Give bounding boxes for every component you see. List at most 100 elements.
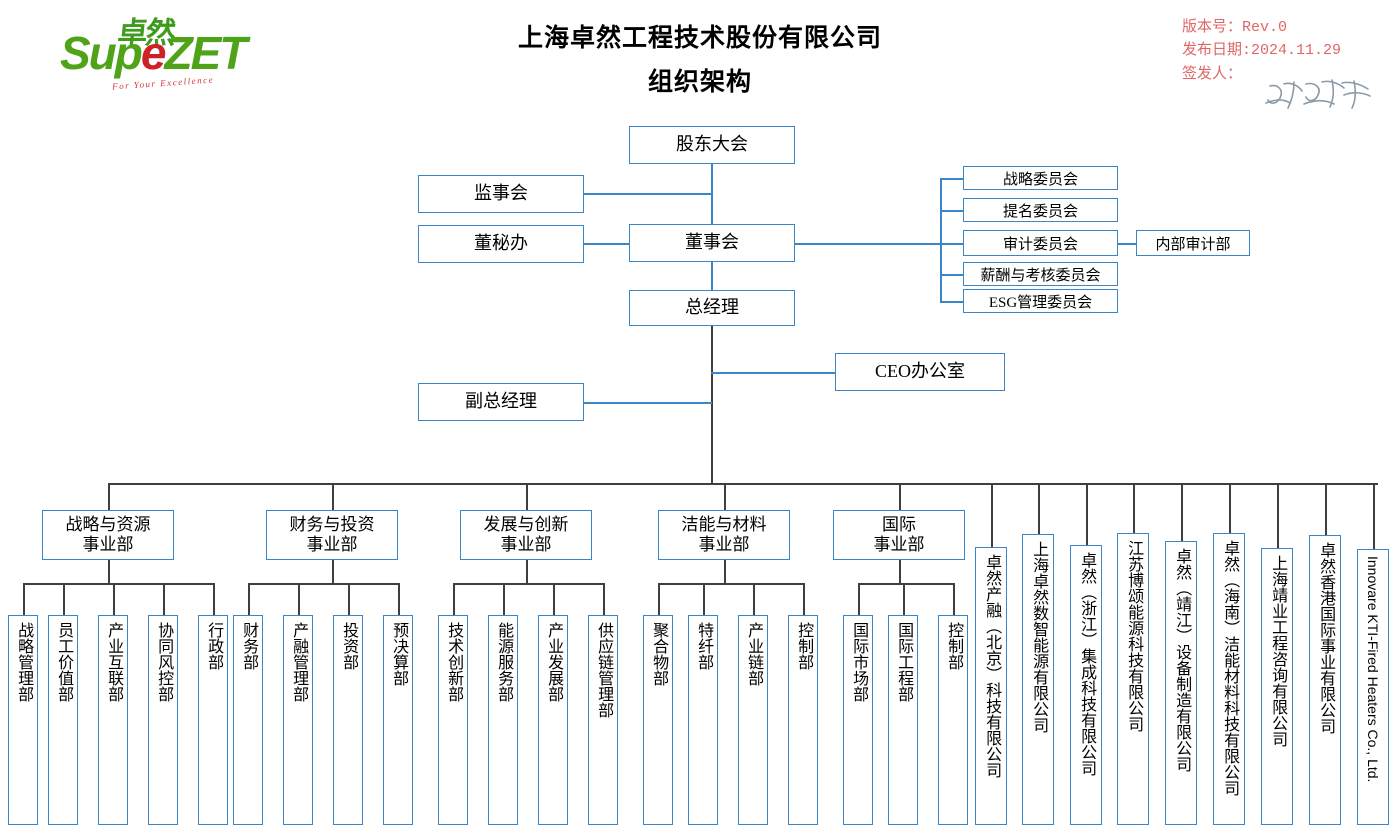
signature-image (1265, 79, 1371, 109)
node-committee-nomination[interactable]: 提名委员会 (963, 198, 1118, 222)
node-committee-strategy[interactable]: 战略委员会 (963, 166, 1118, 190)
node-department[interactable]: 产融管理部 (283, 615, 313, 825)
node-division-2-line2: 事业部 (500, 535, 552, 554)
node-department[interactable]: 特纤部 (688, 615, 718, 825)
connector-division-to-dept-bus (724, 560, 726, 583)
node-department[interactable]: 行政部 (198, 615, 228, 825)
connector-board-to-gm (711, 262, 713, 291)
node-department[interactable]: 员工价值部 (48, 615, 78, 825)
dept-bus-horizontal (453, 583, 603, 585)
node-department-label: 投资部 (340, 622, 358, 670)
connector-bus-to-division (108, 483, 110, 510)
dept-bus-horizontal (658, 583, 803, 585)
node-division-0-line2: 事业部 (82, 535, 134, 554)
node-division-1-line1: 财务与投资 (289, 514, 375, 534)
node-subsidiary[interactable]: 卓然产融（北京）科技有限公司 (975, 547, 1007, 825)
node-subsidiary[interactable]: 上海卓然数智能源有限公司 (1022, 534, 1054, 825)
node-division-2[interactable]: 发展与创新 事业部 (460, 510, 592, 560)
node-department[interactable]: 控制部 (938, 615, 968, 825)
node-department-label: 技术创新部 (445, 622, 463, 702)
node-subsidiary-label: 上海靖业工程咨询有限公司 (1269, 555, 1287, 747)
connector-bus-to-subsidiary (1133, 483, 1135, 533)
connector-dept-bus-to-dept (503, 583, 505, 615)
node-subsidiary-label: 卓然香港国际事业有限公司 (1317, 542, 1335, 734)
node-department[interactable]: 控制部 (788, 615, 818, 825)
node-subsidiary-label: 卓然产融（北京）科技有限公司 (983, 554, 1001, 778)
node-department[interactable]: 预决算部 (383, 615, 413, 825)
node-committee-audit[interactable]: 审计委员会 (963, 230, 1118, 256)
node-department[interactable]: 供应链管理部 (588, 615, 618, 825)
node-division-3-line2: 事业部 (698, 535, 750, 554)
node-department-label: 国际市场部 (850, 622, 868, 702)
connector-bus-to-division (526, 483, 528, 510)
node-division-2-line1: 发展与创新 (483, 514, 569, 534)
node-ceo-office[interactable]: CEO办公室 (835, 353, 1005, 391)
node-department[interactable]: 国际市场部 (843, 615, 873, 825)
connector-division-to-dept-bus (526, 560, 528, 583)
node-department[interactable]: 协同风控部 (148, 615, 178, 825)
node-department[interactable]: 聚合物部 (643, 615, 673, 825)
node-division-1[interactable]: 财务与投资 事业部 (266, 510, 398, 560)
node-department-label: 产业链部 (745, 622, 763, 686)
node-internal-audit-dept[interactable]: 内部审计部 (1136, 230, 1250, 256)
node-department-label: 预决算部 (390, 622, 408, 686)
connector-gm-to-ceo-office (711, 372, 835, 374)
connector-dept-bus-to-dept (903, 583, 905, 615)
node-committee-remuneration-label: 薪酬与考核委员会 (980, 267, 1101, 284)
dept-bus-horizontal (23, 583, 213, 585)
node-department[interactable]: 能源服务部 (488, 615, 518, 825)
connector-board-secretary-to-board (584, 243, 630, 245)
connector-bus-to-division (724, 483, 726, 510)
connector-committee-audit (940, 243, 963, 245)
node-department[interactable]: 战略管理部 (8, 615, 38, 825)
node-division-0-line1: 战略与资源 (65, 514, 151, 534)
node-subsidiary[interactable]: 卓然（海南）洁能材料科技有限公司 (1213, 533, 1245, 825)
connector-audit-to-internal-audit (1118, 243, 1136, 245)
node-committee-esg[interactable]: ESG管理委员会 (963, 289, 1118, 313)
node-department[interactable]: 产业链部 (738, 615, 768, 825)
node-subsidiary[interactable]: 上海靖业工程咨询有限公司 (1261, 548, 1293, 825)
node-shareholders-meeting[interactable]: 股东大会 (629, 126, 795, 164)
node-department-label: 国际工程部 (895, 622, 913, 702)
node-board-of-supervisors[interactable]: 监事会 (418, 175, 584, 213)
node-committee-remuneration[interactable]: 薪酬与考核委员会 (963, 262, 1118, 286)
connector-dept-bus-to-dept (858, 583, 860, 615)
node-division-0[interactable]: 战略与资源 事业部 (42, 510, 174, 560)
issuer-label: 签发人： (1182, 65, 1243, 83)
connector-dept-bus-to-dept (553, 583, 555, 615)
node-department[interactable]: 财务部 (233, 615, 263, 825)
connector-supervisors-to-trunk (584, 193, 712, 195)
node-board-secretary-office[interactable]: 董秘办 (418, 225, 584, 263)
node-department[interactable]: 产业发展部 (538, 615, 568, 825)
node-division-3[interactable]: 洁能与材料 事业部 (658, 510, 790, 560)
node-department[interactable]: 产业互联部 (98, 615, 128, 825)
node-board-of-directors[interactable]: 董事会 (629, 224, 795, 262)
connector-bus-to-subsidiary (1325, 483, 1327, 535)
connector-committee-strategy (940, 178, 963, 180)
node-department[interactable]: 技术创新部 (438, 615, 468, 825)
connector-dept-bus-to-dept (603, 583, 605, 615)
connector-board-to-committee-bus (795, 243, 940, 245)
connector-bus-to-subsidiary (1038, 483, 1040, 534)
node-division-4-line1: 国际 (882, 514, 916, 534)
connector-dept-bus-to-dept (453, 583, 455, 615)
node-deputy-general-manager-label: 副总经理 (465, 391, 537, 412)
node-general-manager[interactable]: 总经理 (629, 290, 795, 326)
node-department-label: 特纤部 (695, 622, 713, 670)
node-subsidiary[interactable]: 卓然（浙江）集成科技有限公司 (1070, 545, 1102, 825)
node-subsidiary[interactable]: 卓然（靖江）设备制造有限公司 (1165, 541, 1197, 825)
node-subsidiary[interactable]: 江苏博颂能源科技有限公司 (1117, 533, 1149, 825)
node-deputy-general-manager[interactable]: 副总经理 (418, 383, 584, 421)
node-subsidiary[interactable]: 卓然香港国际事业有限公司 (1309, 535, 1341, 825)
node-division-1-line2: 事业部 (306, 535, 358, 554)
connector-dept-bus-to-dept (398, 583, 400, 615)
connector-dept-bus-to-dept (703, 583, 705, 615)
node-department[interactable]: 国际工程部 (888, 615, 918, 825)
connector-dept-bus-to-dept (348, 583, 350, 615)
node-department[interactable]: 投资部 (333, 615, 363, 825)
connector-bus-to-subsidiary (1229, 483, 1231, 533)
page-title-line1: 上海卓然工程技术股份有限公司 (517, 25, 882, 52)
node-division-4[interactable]: 国际 事业部 (833, 510, 965, 560)
node-subsidiary[interactable]: Innovare KTI-Fired Heaters Co., Ltd. (1357, 549, 1389, 825)
connector-dept-bus-to-dept (163, 583, 165, 615)
